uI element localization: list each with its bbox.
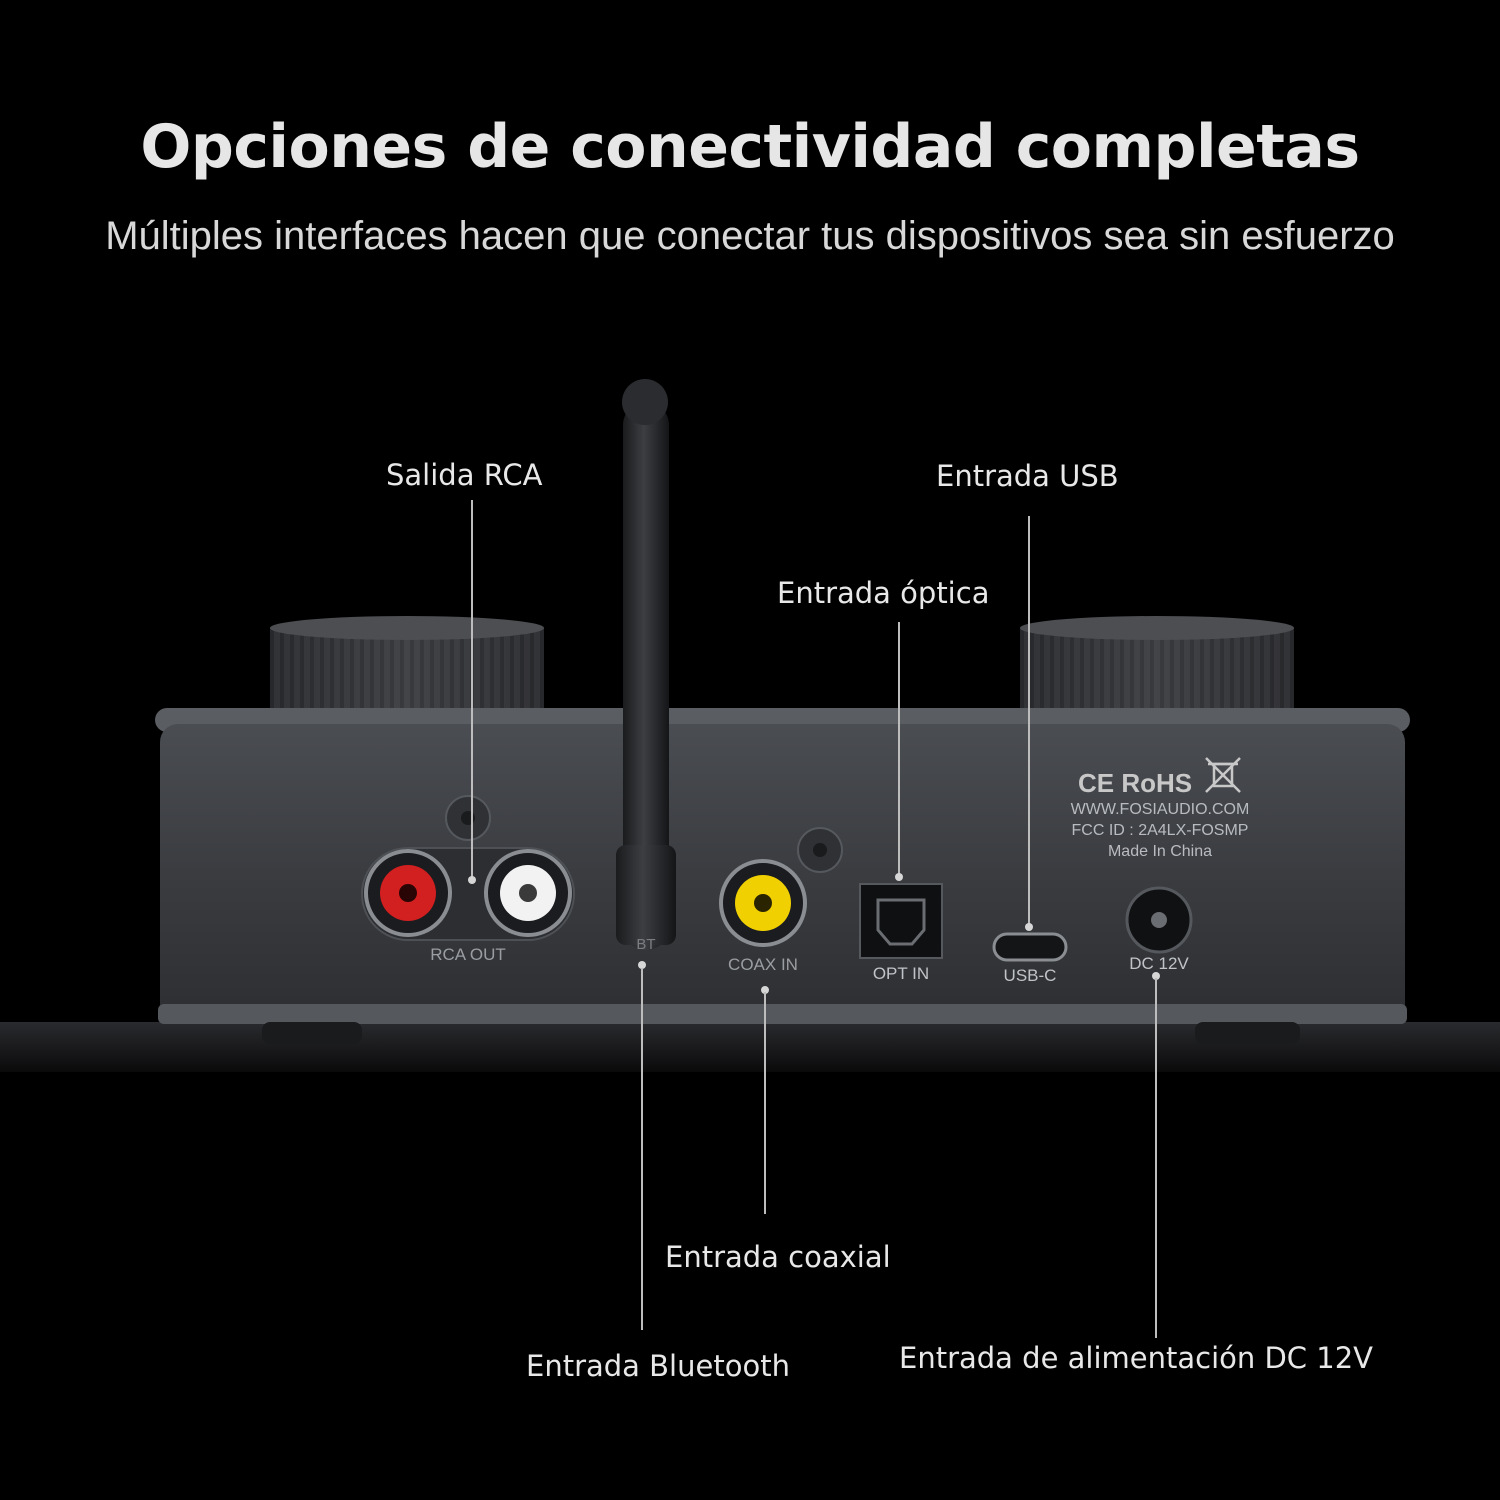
ce-rohs-mark: CE RoHS [1078, 768, 1193, 798]
coax-in-label: COAX IN [728, 955, 798, 974]
usb-c-label: USB-C [1003, 966, 1057, 985]
coax-jack [719, 859, 807, 947]
leader-dot [1152, 972, 1160, 980]
leader-optical-in [898, 622, 900, 876]
right-knob [1020, 616, 1294, 718]
leader-usb-in [1028, 516, 1030, 926]
bluetooth-antenna-icon [616, 379, 676, 950]
leader-dot [638, 961, 646, 969]
leader-dot [761, 986, 769, 994]
leader-dot [895, 873, 903, 881]
callout-bluetooth-in: Entrada Bluetooth [526, 1349, 790, 1383]
optical-port [859, 883, 943, 959]
page-subtitle: Múltiples interfaces hacen que conectar … [105, 214, 1395, 258]
screw-icon [797, 827, 843, 873]
screw-icon [445, 795, 491, 841]
left-knob [270, 616, 544, 718]
opt-in-label: OPT IN [872, 964, 930, 983]
weee-bin-icon [1205, 757, 1241, 793]
rca-right-jack [484, 849, 572, 937]
origin-text: Made In China [1107, 843, 1213, 860]
bt-label: BT [636, 936, 656, 953]
leader-coax-in [764, 992, 766, 1214]
leader-dot [1025, 923, 1033, 931]
usb-c-port [992, 932, 1068, 962]
dc-jack [1125, 886, 1193, 954]
leader-rca-out [471, 500, 473, 878]
rca-out-label: RCA OUT [430, 945, 506, 964]
left-foot [262, 1022, 362, 1044]
callout-optical-in: Entrada óptica [777, 576, 990, 610]
chassis-bottom-rim [158, 1004, 1407, 1024]
fcc-id-text: FCC ID : 2A4LX-FOSMP [1071, 822, 1249, 839]
callout-usb-in: Entrada USB [936, 459, 1119, 493]
dc-12v-label: DC 12V [1129, 954, 1189, 973]
leader-dc-in [1155, 978, 1157, 1338]
leader-bluetooth-in [641, 968, 643, 1330]
callout-dc-in: Entrada de alimentación DC 12V [899, 1341, 1374, 1375]
rca-left-jack [364, 849, 452, 937]
callout-rca-out: Salida RCA [386, 458, 543, 492]
page-title: Opciones de conectividad completas [140, 112, 1360, 182]
website-text: WWW.FOSIAUDIO.COM [1070, 801, 1250, 818]
leader-dot [468, 876, 476, 884]
callout-coax-in: Entrada coaxial [665, 1240, 891, 1274]
right-foot [1195, 1022, 1300, 1044]
